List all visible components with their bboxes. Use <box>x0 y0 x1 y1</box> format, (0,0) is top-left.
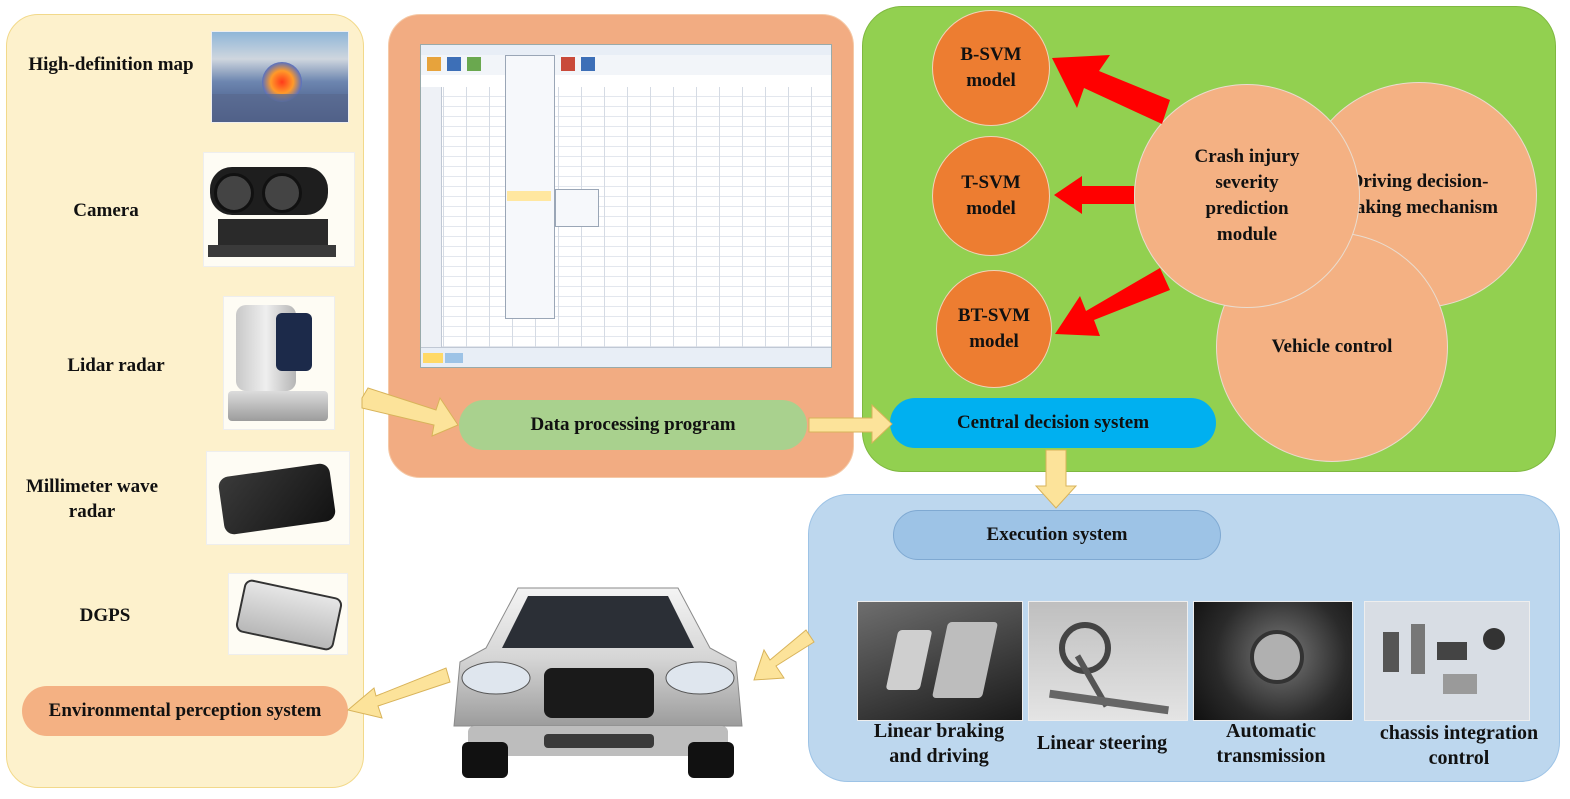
transmission-label: Automatic transmission <box>1216 720 1326 767</box>
camera-image <box>203 152 355 267</box>
dgps-label: DGPS <box>79 605 131 626</box>
arrow-decision-to-execution <box>1034 449 1078 509</box>
chassis-control-image <box>1364 601 1530 721</box>
arrow-to-bt-svm <box>1055 268 1170 336</box>
mmwave-label: Millimeter wave radar <box>25 476 159 522</box>
transmission-image <box>1193 601 1353 721</box>
environmental-perception-system: Environmental perception system <box>22 686 348 736</box>
lidar-label: Lidar radar <box>67 355 165 376</box>
crash-injury-module-circle: Crash injury severity prediction module <box>1134 84 1360 308</box>
execution-system: Execution system <box>893 510 1221 560</box>
arrow-to-b-svm <box>1052 55 1170 124</box>
spreadsheet-screenshot <box>420 44 832 368</box>
car-image <box>453 587 743 778</box>
arrow-sensors-to-processing <box>361 387 459 437</box>
arrow-to-t-svm <box>1054 176 1134 214</box>
braking-driving-label: Linear braking and driving <box>873 720 1005 767</box>
dgps-image <box>228 573 348 655</box>
hd-map-image <box>211 31 349 123</box>
bt-svm-model: BT-SVM model <box>936 270 1052 388</box>
steering-image <box>1028 601 1188 721</box>
arrow-car-to-perception <box>346 667 451 719</box>
b-svm-model: B-SVM model <box>932 10 1050 126</box>
camera-label: Camera <box>73 200 139 221</box>
hd-map-label: High-definition map <box>28 54 194 75</box>
arrow-processing-to-decision <box>808 403 893 445</box>
arrow-execution-to-car <box>753 629 815 681</box>
chassis-label: chassis integration control <box>1379 722 1539 769</box>
central-decision-system: Central decision system <box>890 398 1216 448</box>
t-svm-model: T-SVM model <box>932 136 1050 256</box>
lidar-image <box>223 296 335 430</box>
data-processing-program: Data processing program <box>459 400 807 450</box>
steering-label: Linear steering <box>1036 732 1168 754</box>
braking-pedals-image <box>857 601 1023 721</box>
mmwave-image <box>206 451 350 545</box>
